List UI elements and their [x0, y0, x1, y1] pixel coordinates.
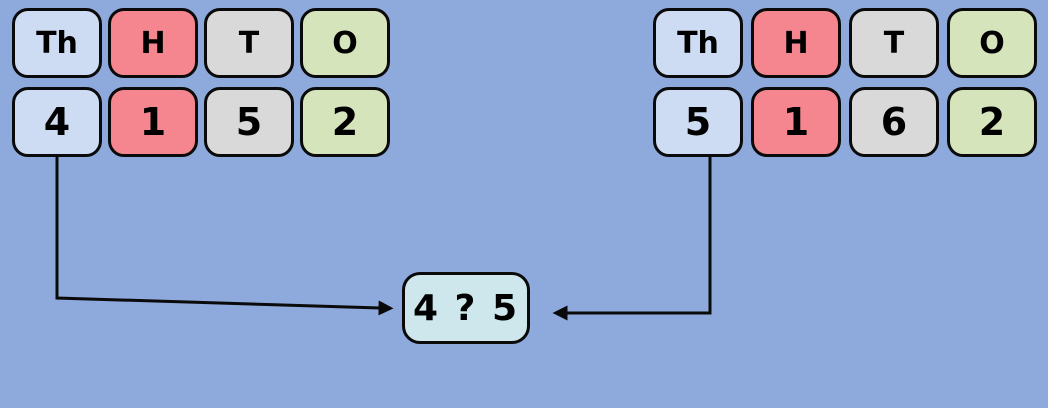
left-digit-ones: 2: [300, 87, 390, 157]
left-header-tens: T: [204, 8, 294, 78]
left-header-hundreds: H: [108, 8, 198, 78]
right-header-tens: T: [849, 8, 939, 78]
left-digit-hundreds: 1: [108, 87, 198, 157]
right-digit-thousands: 5: [653, 87, 743, 157]
left-thousands-arrow: [55, 157, 394, 316]
left-header-ones: O: [300, 8, 390, 78]
right-header-ones: O: [947, 8, 1037, 78]
right-digit-tens: 6: [849, 87, 939, 157]
comparison-box: 4 ? 5: [402, 272, 530, 344]
right-header-thousands: Th: [653, 8, 743, 78]
right-thousands-arrow: [552, 157, 712, 321]
right-digit-hundreds: 1: [751, 87, 841, 157]
left-header-thousands: Th: [12, 8, 102, 78]
right-digit-ones: 2: [947, 87, 1037, 157]
left-digit-thousands: 4: [12, 87, 102, 157]
left-digit-tens: 5: [204, 87, 294, 157]
right-header-hundreds: H: [751, 8, 841, 78]
